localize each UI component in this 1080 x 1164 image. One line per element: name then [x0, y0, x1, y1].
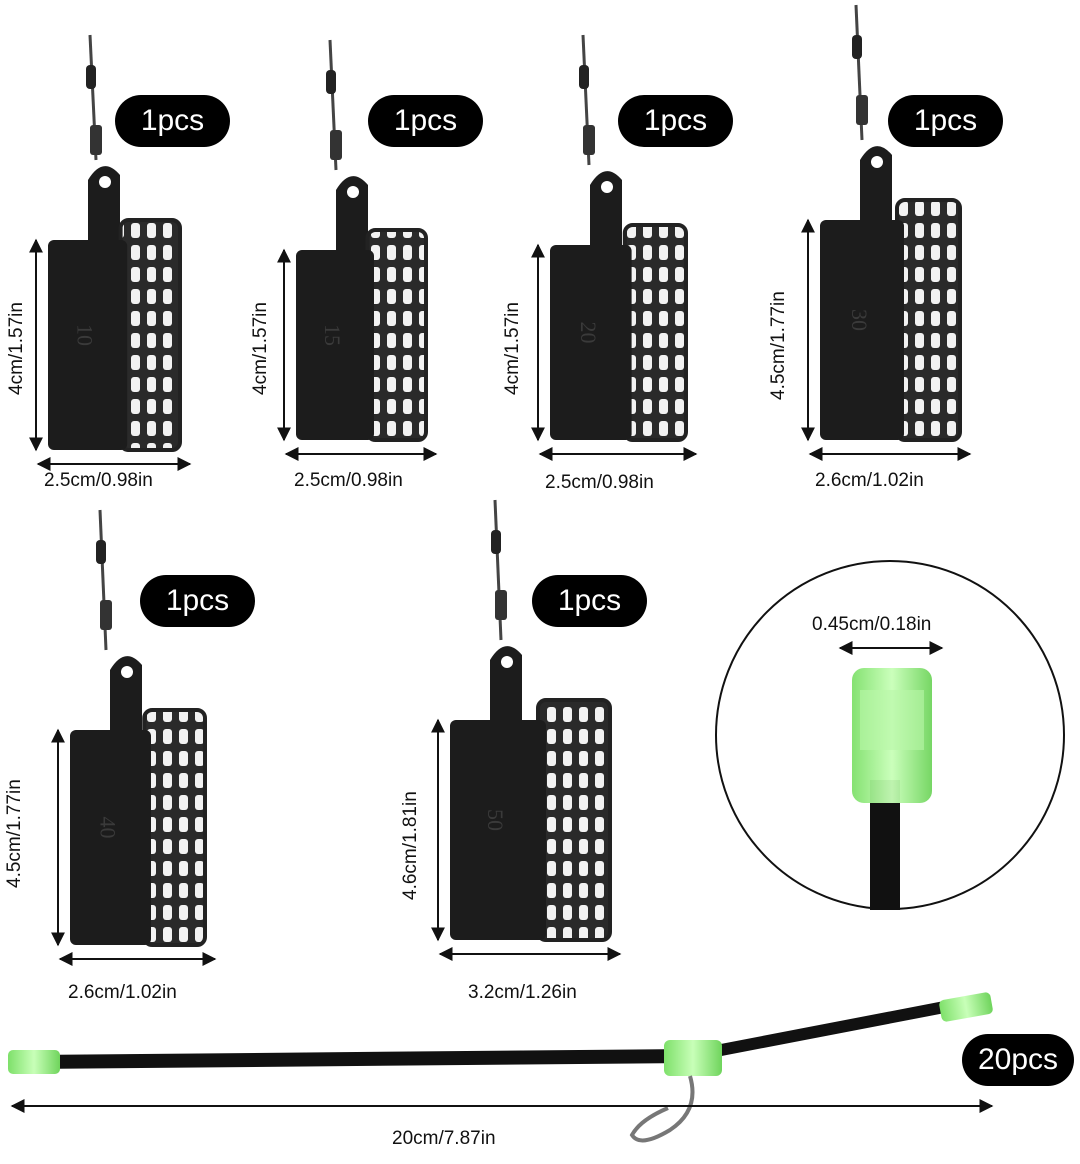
- height-label: 4cm/1.57in: [250, 302, 271, 395]
- weight-mark: 20: [576, 322, 601, 344]
- quantity-badge: 1pcs: [618, 95, 733, 147]
- feeder-20: 20: [550, 34, 688, 442]
- width-label: 3.2cm/1.26in: [468, 982, 577, 1003]
- height-label: 4.5cm/1.77in: [768, 291, 789, 400]
- anti-tangle-boom: [8, 992, 994, 1143]
- feeder-30: 30: [820, 4, 962, 442]
- weight-mark: 50: [483, 809, 508, 831]
- width-label: 2.5cm/0.98in: [44, 470, 153, 491]
- tube-diameter-label: 0.45cm/0.18in: [812, 614, 932, 635]
- height-label: 4cm/1.57in: [6, 302, 27, 395]
- quantity-badge: 1pcs: [140, 575, 255, 627]
- tube-detail-circle: [715, 560, 1065, 910]
- width-label: 2.6cm/1.02in: [815, 470, 924, 491]
- weight-mark: 10: [73, 324, 98, 346]
- weight-mark: 40: [96, 817, 121, 839]
- feeder-15: 15: [296, 39, 428, 442]
- quantity-badge: 1pcs: [888, 95, 1003, 147]
- quantity-badge: 1pcs: [115, 95, 230, 147]
- height-label: 4.5cm/1.77in: [4, 779, 25, 888]
- quantity-badge: 1pcs: [532, 575, 647, 627]
- feeder-10: 10: [48, 34, 182, 452]
- width-label: 2.6cm/1.02in: [68, 982, 177, 1003]
- height-label: 4.6cm/1.81in: [400, 791, 421, 900]
- feeder-40: 40: [70, 509, 207, 947]
- feeder-50: 50: [450, 499, 612, 942]
- weight-mark: 30: [847, 309, 872, 331]
- weight-mark: 15: [320, 324, 345, 346]
- quantity-badge: 1pcs: [368, 95, 483, 147]
- width-label: 2.5cm/0.98in: [294, 470, 403, 491]
- quantity-badge: 20pcs: [962, 1034, 1074, 1086]
- boom-length-label: 20cm/7.87in: [392, 1128, 496, 1149]
- height-label: 4cm/1.57in: [502, 302, 523, 395]
- width-label: 2.5cm/0.98in: [545, 472, 654, 493]
